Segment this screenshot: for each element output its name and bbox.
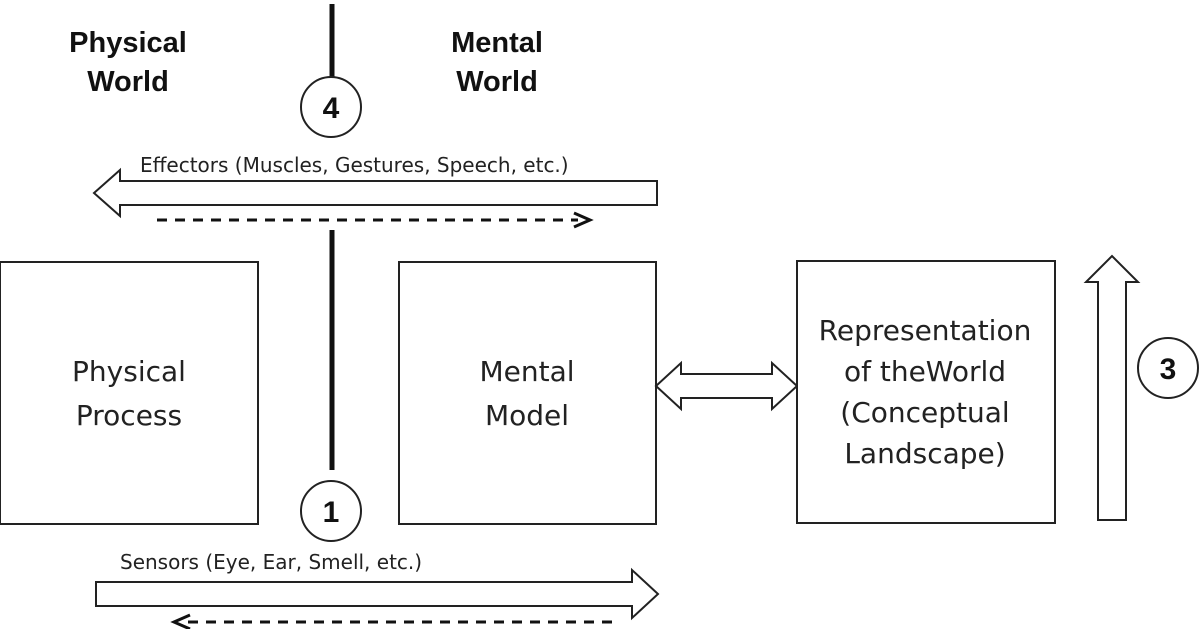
mental-world-heading-line2: World xyxy=(456,66,538,98)
representation-line1: Representation xyxy=(819,314,1032,347)
marker-3-label: 3 xyxy=(1160,353,1177,386)
physical-process-line1: Physical xyxy=(72,355,186,388)
physical-process-box: Physical Process xyxy=(0,261,259,525)
mental-model-line2: Model xyxy=(485,399,569,432)
marker-3: 3 xyxy=(1137,337,1199,399)
mental-world-heading-line1: Mental xyxy=(451,27,543,59)
physical-world-heading-line1: Physical xyxy=(69,27,187,59)
representation-line2: of theWorld xyxy=(844,355,1006,388)
mental-model-box: Mental Model xyxy=(398,261,657,525)
marker-4-label: 4 xyxy=(323,92,340,125)
effectors-arrow xyxy=(92,167,658,219)
sensors-label: Sensors (Eye, Ear, Smell, etc.) xyxy=(120,550,422,574)
physical-world-heading-line2: World xyxy=(87,66,169,98)
model-representation-double-arrow xyxy=(654,360,799,412)
marker-1-label: 1 xyxy=(323,496,340,529)
representation-line4: Landscape) xyxy=(844,437,1005,470)
representation-box: Representation of theWorld (Conceptual L… xyxy=(796,260,1056,524)
marker-4: 4 xyxy=(300,76,362,138)
upward-arrow xyxy=(1083,254,1141,521)
sensors-feedback-dashed-arrow xyxy=(170,613,612,629)
marker-1: 1 xyxy=(300,480,362,542)
sensors-arrow xyxy=(95,567,660,621)
mental-model-line1: Mental xyxy=(479,355,574,388)
representation-line3: (Conceptual xyxy=(840,396,1009,429)
physical-process-line2: Process xyxy=(76,399,182,432)
effectors-feedback-dashed-arrow xyxy=(157,211,594,229)
effectors-label: Effectors (Muscles, Gestures, Speech, et… xyxy=(140,153,569,177)
